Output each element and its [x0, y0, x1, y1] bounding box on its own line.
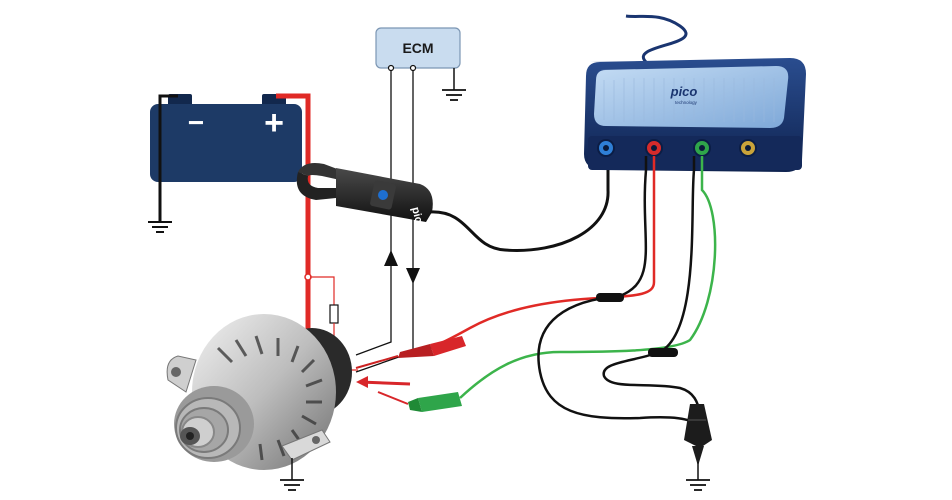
scope-brand-sub: technology: [675, 100, 698, 105]
fuse-wire-top: [310, 276, 335, 305]
current-clamp: pico: [296, 163, 433, 231]
usb-cable: [625, 14, 688, 64]
battery-ground-icon: [148, 221, 172, 233]
ecm-wire-2: [355, 70, 414, 373]
lead-c-inline-holder: [648, 348, 678, 357]
black-test-lead-c: [602, 156, 702, 415]
arrow-down-icon: [406, 268, 420, 284]
battery-body: [150, 104, 302, 182]
ecm-pin-2: [409, 64, 417, 72]
ecm-label: ECM: [402, 40, 433, 56]
green-test-lead: [459, 156, 717, 399]
battery-ground-wire: [158, 94, 178, 222]
fuse-icon: [329, 304, 339, 324]
ecm-box: ECM: [375, 27, 461, 69]
green-probe: [377, 391, 462, 412]
crocodile-clip-icon: [684, 404, 712, 466]
ecm-ground-icon: [442, 89, 466, 101]
battery-positive-cable: [276, 93, 311, 350]
red-back-probe-upper: [355, 336, 466, 369]
ecm-pin-1: [387, 64, 395, 72]
lead-b-inline-holder: [596, 293, 624, 302]
arrow-up-icon: [384, 250, 398, 266]
clip-ground-icon: [686, 479, 710, 491]
oscilloscope: pico technology: [584, 58, 806, 172]
clamp-cable: [429, 166, 610, 252]
black-test-lead-b: [537, 156, 701, 428]
alternator: [166, 314, 352, 470]
red-test-lead: [429, 156, 656, 350]
clamp-brand: pico: [409, 206, 426, 231]
mounting-ear-left: [166, 355, 197, 393]
red-back-probe-lower: [356, 376, 411, 388]
battery-pos-symbol: +: [264, 104, 284, 142]
scope-brand: pico: [670, 84, 698, 99]
battery-neg-symbol: −: [188, 107, 204, 138]
clamp-led: [378, 190, 388, 200]
alternator-ground-icon: [280, 479, 304, 491]
ecm-wire-1: [355, 70, 392, 356]
battery: − +: [150, 94, 302, 182]
